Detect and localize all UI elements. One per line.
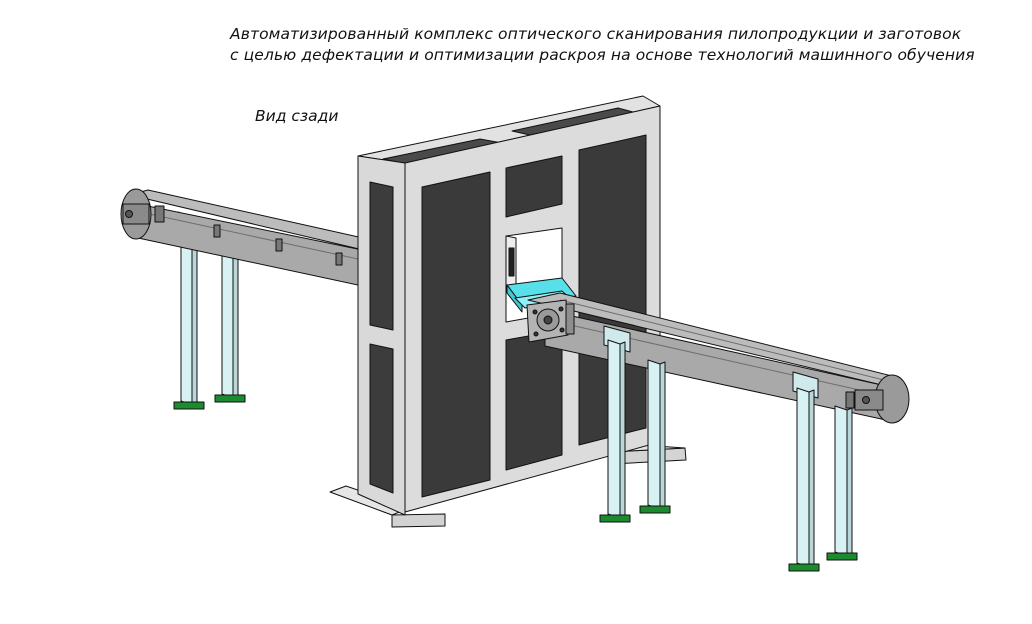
view-label: Вид сзади: [255, 107, 339, 125]
panel-upper-middle: [505, 155, 563, 218]
leg: [659, 361, 666, 510]
leg: [834, 405, 848, 557]
leg: [232, 243, 239, 399]
side-plate: [335, 252, 343, 266]
drive-bracket: [565, 303, 575, 335]
foot: [639, 505, 671, 514]
tensioner: [845, 391, 855, 409]
leg: [221, 241, 234, 399]
leg: [647, 359, 661, 510]
right-conveyor: [526, 292, 910, 572]
foot: [788, 563, 820, 572]
side-window-upper: [369, 181, 394, 331]
panel-left: [421, 171, 491, 498]
leg: [607, 339, 621, 519]
right-conveyor-legs: [599, 325, 858, 572]
title-line-1: Автоматизированный комплекс оптического …: [230, 25, 962, 43]
foot: [599, 514, 631, 523]
left-conveyor: [120, 188, 373, 410]
foot: [826, 552, 858, 561]
side-plate: [213, 224, 221, 238]
left-conveyor-legs: [173, 211, 246, 410]
foot: [214, 394, 246, 403]
panel-lower-middle: [505, 329, 563, 471]
title-line-2: с целью дефектации и оптимизации раскроя…: [230, 46, 975, 64]
leg: [191, 223, 198, 406]
leg: [796, 387, 810, 568]
drum-bearing: [122, 203, 150, 225]
leg: [619, 341, 626, 519]
drawing-title: Автоматизированный комплекс оптического …: [230, 24, 975, 66]
tensioner: [154, 205, 165, 223]
leg: [846, 407, 853, 557]
sensor-bar: [508, 247, 515, 277]
side-plate: [275, 238, 283, 252]
foot: [173, 401, 205, 410]
base-foot-left-front: [391, 513, 446, 528]
leg: [808, 389, 815, 568]
side-window-lower: [369, 343, 394, 494]
